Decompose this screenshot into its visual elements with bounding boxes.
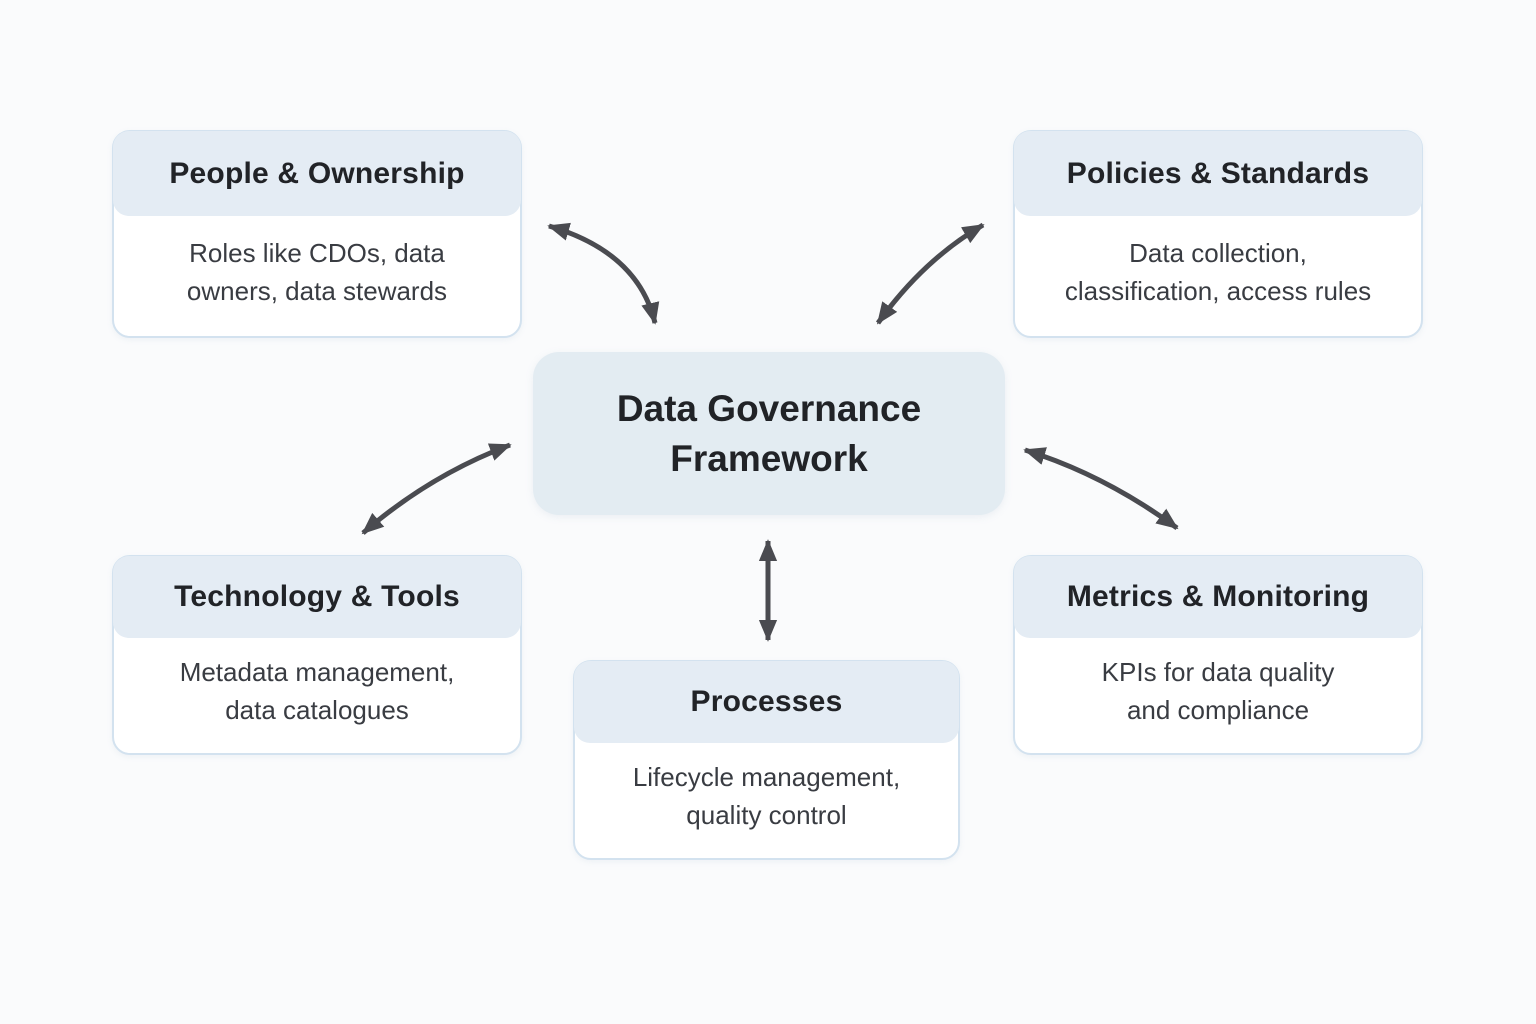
node-description: Roles like CDOs, data owners, data stewa…	[186, 237, 448, 306]
arrow-policies-center	[875, 222, 985, 325]
node-people-ownership: People & Ownership Roles like CDOs, data…	[112, 130, 522, 338]
node-title: Metrics & Monitoring	[1014, 556, 1422, 638]
arrow-technology-center	[361, 442, 512, 535]
node-metrics-monitoring: Metrics & Monitoring KPIs for data quali…	[1013, 555, 1423, 755]
node-title: Policies & Standards	[1014, 131, 1422, 216]
node-technology-tools: Technology & Tools Metadata management, …	[112, 555, 522, 755]
node-processes: Processes Lifecycle management, quality …	[573, 660, 960, 860]
node-description: Metadata management, data catalogues	[179, 657, 455, 725]
node-policies-standards: Policies & Standards Data collection, cl…	[1013, 130, 1423, 338]
node-title: Technology & Tools	[113, 556, 521, 638]
node-description: Data collection, classification, access …	[1064, 237, 1372, 306]
node-description: Lifecycle management, quality control	[632, 762, 901, 830]
node-title: Processes	[574, 661, 959, 743]
node-description: KPIs for data quality and compliance	[1101, 657, 1335, 725]
node-center-framework: Data Governance Framework	[533, 352, 1005, 515]
node-title: People & Ownership	[113, 131, 521, 216]
arrow-metrics-center	[1023, 447, 1179, 531]
arrow-people-center	[547, 222, 660, 325]
